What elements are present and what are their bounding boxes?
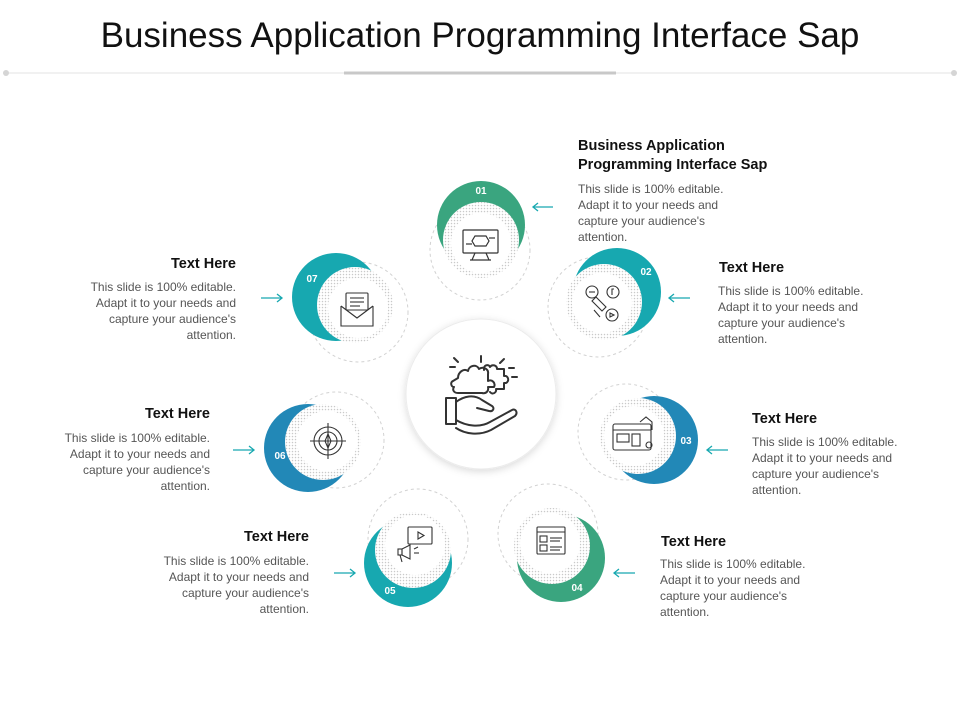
- connector-arrow-05: [334, 568, 357, 578]
- monitor-icon: [462, 229, 499, 261]
- connector-arrow-06: [233, 445, 256, 455]
- profile-document-icon: [536, 526, 566, 555]
- connector-arrow-04: [612, 568, 635, 578]
- compass-icon: [310, 423, 346, 459]
- connector-arrow-03: [705, 445, 728, 455]
- step-07-text: This slide is 100% editable. Adapt it to…: [90, 280, 236, 342]
- step-number-06: 06: [274, 451, 286, 462]
- online-store-icon: [612, 416, 653, 451]
- step-04-heading: Text Here: [661, 534, 727, 550]
- step-number-02: 02: [640, 267, 652, 278]
- step-06-heading: Text Here: [144, 406, 210, 422]
- video-megaphone-icon: [397, 526, 433, 563]
- step-05-text: This slide is 100% editable. Adapt it to…: [163, 554, 309, 616]
- step-number-01: 01: [475, 186, 487, 197]
- step-02-heading: Text Here: [719, 260, 785, 276]
- step-07-heading: Text Here: [170, 256, 236, 272]
- step-number-03: 03: [680, 436, 692, 447]
- step-05-heading: Text Here: [243, 529, 309, 545]
- step-03: 03: [577, 383, 728, 484]
- step-06: 06: [233, 391, 385, 492]
- step-01-text: This slide is 100% editable. Adapt it to…: [578, 182, 724, 244]
- envelope-document-icon: [340, 292, 374, 327]
- step-02-text: This slide is 100% editable. Adapt it to…: [718, 284, 864, 346]
- social-media-megaphone-icon: [585, 285, 620, 322]
- step-05: 05: [334, 488, 469, 607]
- connector-arrow-01: [531, 202, 553, 212]
- connector-arrow-07: [261, 293, 284, 303]
- step-02: 02: [547, 248, 690, 358]
- hand-puzzle-icon: [445, 355, 518, 435]
- step-04: 04: [497, 483, 635, 602]
- step-number-04: 04: [571, 583, 583, 594]
- step-01-heading: Business Application Programming Interfa…: [578, 138, 768, 173]
- step-number-05: 05: [384, 586, 396, 597]
- connector-arrow-02: [667, 293, 690, 303]
- step-number-07: 07: [306, 274, 318, 285]
- title-divider: [3, 70, 957, 76]
- step-07: 07: [261, 253, 409, 363]
- step-06-text: This slide is 100% editable. Adapt it to…: [64, 431, 210, 493]
- page-title: Business Application Programming Interfa…: [100, 16, 860, 55]
- step-04-text: This slide is 100% editable. Adapt it to…: [660, 557, 806, 619]
- step-01: 01: [429, 181, 553, 301]
- step-03-text: This slide is 100% editable. Adapt it to…: [752, 435, 898, 497]
- step-03-heading: Text Here: [752, 411, 818, 427]
